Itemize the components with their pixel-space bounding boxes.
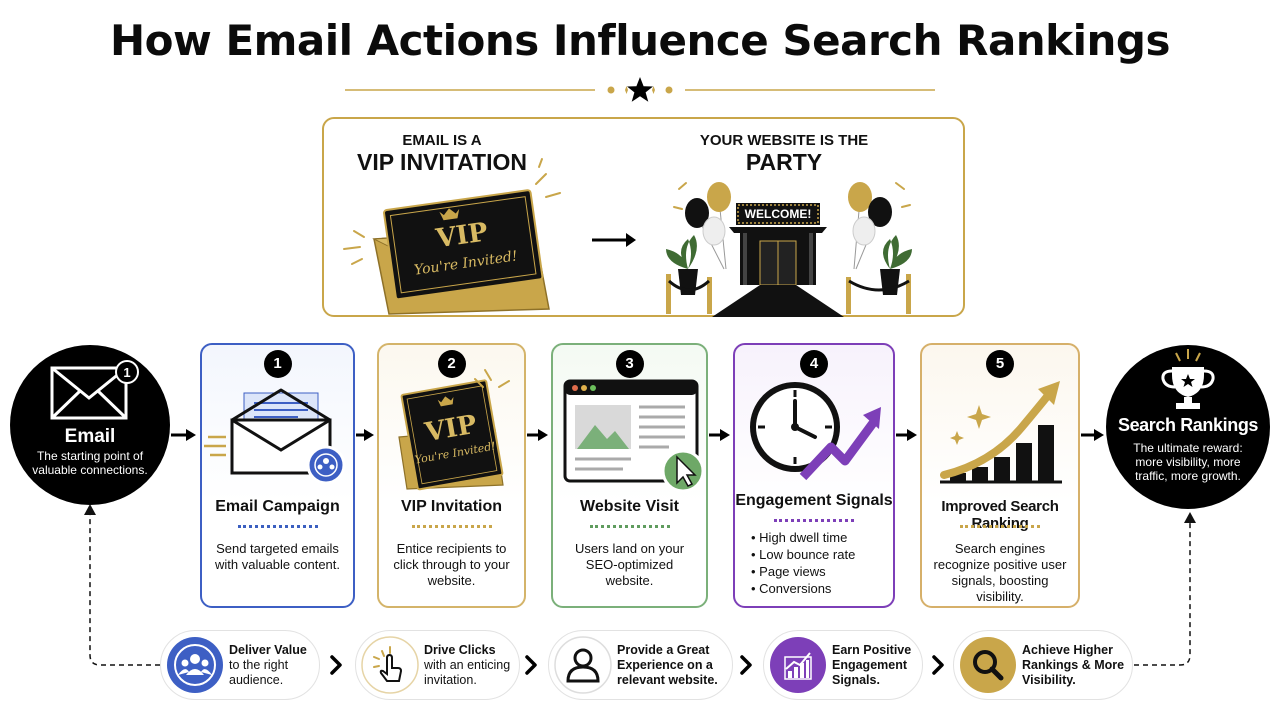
engagement-list: High dwell time Low bounce rate Page vie… bbox=[751, 529, 855, 597]
end-rankings-circle: Search Rankings The ultimate reward: mor… bbox=[1106, 345, 1270, 509]
envelope-icon bbox=[204, 388, 346, 485]
analogy-right-heading: PARTY bbox=[745, 149, 823, 175]
step-number: 3 bbox=[615, 350, 644, 378]
vip-card-icon: VIP You're Invited! bbox=[383, 189, 544, 301]
benefit-rest: with an enticing invitation. bbox=[424, 658, 511, 687]
list-item: High dwell time bbox=[751, 529, 855, 546]
clock-trend-icon bbox=[750, 382, 881, 481]
benefit-bold: Achieve Higher Rankings & More Visibilit… bbox=[1022, 643, 1125, 687]
list-item: Page views bbox=[751, 563, 855, 580]
step-desc: Search engines recognize positive user s… bbox=[933, 541, 1067, 604]
step-divider bbox=[589, 525, 670, 528]
benefit-great-experience: Provide a Great Experience on a relevant… bbox=[548, 630, 733, 700]
vip-card-icon: VIP You're Invited! bbox=[398, 369, 510, 491]
step-email-campaign: 1 Email Campaign Send targeted emails wi… bbox=[200, 343, 355, 608]
title-divider bbox=[345, 77, 935, 102]
step-number: 1 bbox=[263, 350, 292, 378]
benefit-bold: Earn Positive Engagement Signals. bbox=[832, 643, 912, 687]
step-title: Engagement Signals bbox=[735, 492, 893, 509]
step-title: VIP Invitation bbox=[400, 498, 503, 515]
step-desc: Send targeted emails with valuable conte… bbox=[214, 541, 341, 572]
envelope-icon: 1 bbox=[50, 360, 139, 420]
browser-window-icon bbox=[563, 379, 705, 493]
balloons-right-icon bbox=[848, 182, 892, 270]
start-email-circle: 1 Email The starting point of valuable c… bbox=[10, 345, 170, 505]
growth-chart-icon bbox=[770, 637, 826, 693]
flow-arrows bbox=[171, 429, 1104, 441]
analogy-right-caption: YOUR WEBSITE IS THE bbox=[699, 132, 869, 149]
chevron-right-icon bbox=[330, 655, 944, 675]
step-desc: Entice recipients to click through to yo… bbox=[393, 541, 510, 588]
trophy-icon bbox=[1161, 349, 1215, 409]
step-title: Website Visit bbox=[580, 498, 679, 515]
benefit-bold: Drive Clicks bbox=[424, 643, 496, 657]
balloons-left-icon bbox=[685, 182, 731, 270]
analogy-left-heading: VIP INVITATION bbox=[357, 149, 527, 175]
notification-badge: 1 bbox=[123, 365, 130, 380]
step-divider bbox=[774, 519, 854, 522]
venue-building-icon: WELCOME! bbox=[712, 203, 844, 317]
end-title: Search Rankings bbox=[1117, 415, 1259, 435]
step-number: 4 bbox=[800, 350, 828, 378]
start-title: Email bbox=[64, 426, 116, 447]
panel-arrow-icon bbox=[592, 233, 636, 247]
step-desc: Users land on your SEO-optimized website… bbox=[574, 541, 685, 588]
step-divider bbox=[237, 525, 318, 528]
page-title: How Email Actions Influence Search Ranki… bbox=[110, 16, 1170, 65]
step-improved-ranking: 5 Improved Search Ranking Search engines… bbox=[920, 343, 1080, 608]
benefit-higher-rankings: Achieve Higher Rankings & More Visibilit… bbox=[953, 630, 1133, 700]
benefit-rest: to the right audience. bbox=[229, 658, 289, 687]
benefit-bold: Provide a Great Experience on a relevant… bbox=[617, 643, 718, 687]
list-item: Conversions bbox=[751, 580, 855, 597]
benefit-engagement-signals: Earn Positive Engagement Signals. bbox=[763, 630, 923, 700]
click-cursor-icon bbox=[361, 636, 419, 694]
audience-icon bbox=[167, 637, 223, 693]
magnifier-icon bbox=[960, 637, 1016, 693]
cursor-icon bbox=[676, 455, 697, 487]
step-vip-invitation: 2 VIP You're Invited! VIP Invitation Ent… bbox=[377, 343, 526, 608]
step-divider bbox=[960, 525, 1040, 528]
star-icon bbox=[627, 77, 653, 102]
analogy-panel: EMAIL IS A VIP INVITATION YOUR WEBSITE I… bbox=[322, 117, 965, 317]
list-item: Low bounce rate bbox=[751, 546, 855, 563]
benefit-bold: Deliver Value bbox=[229, 643, 307, 657]
step-number: 5 bbox=[986, 350, 1014, 378]
velvet-rope-icon bbox=[666, 274, 911, 314]
dashed-loop-connector bbox=[89, 512, 1191, 666]
bar-chart-icon bbox=[940, 381, 1062, 484]
step-number: 2 bbox=[437, 350, 466, 378]
analogy-left-caption: EMAIL IS A bbox=[402, 132, 482, 149]
start-desc: The starting point of valuable connectio… bbox=[32, 449, 148, 477]
step-divider bbox=[411, 525, 492, 528]
step-website-visit: 3 Website Visit Users land on your SEO-o… bbox=[551, 343, 708, 608]
step-engagement-signals: 4 Engagement Signals High dwell time Low… bbox=[733, 343, 895, 608]
welcome-sign: WELCOME! bbox=[745, 207, 812, 221]
vip-card-text: VIP bbox=[433, 217, 490, 254]
end-desc: The ultimate reward: more visibility, mo… bbox=[1133, 441, 1243, 483]
step-title: Email Campaign bbox=[215, 498, 340, 515]
analogy-illustration: VIP You're Invited! WELCOME! bbox=[343, 158, 912, 317]
user-icon bbox=[554, 636, 612, 694]
